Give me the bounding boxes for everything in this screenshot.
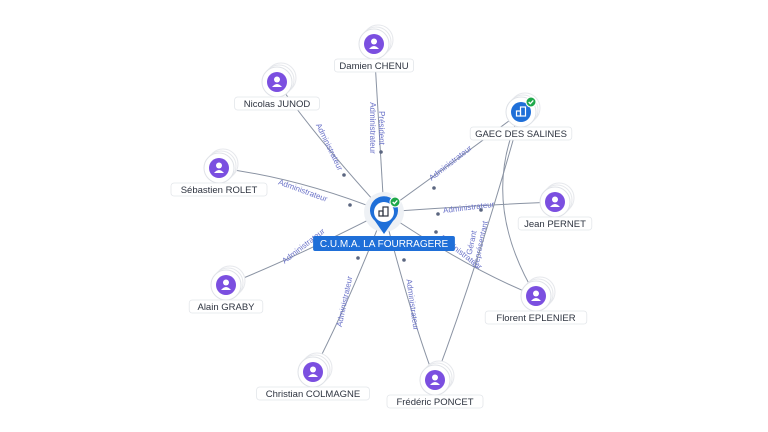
edge-frederic-gaec [434, 111, 522, 381]
edge-label-line: Administrateur [427, 143, 473, 182]
node-gaec[interactable]: GAEC DES SALINES [469, 92, 573, 141]
edge-arrow [402, 258, 406, 262]
node-label-bg [469, 126, 573, 141]
center-pin-inner [374, 202, 394, 222]
edge-label-line: Administrateur [368, 102, 377, 154]
nodes-layer: Damien CHENU Nicolas JUNOD GAEC DES SALINE… [170, 24, 593, 409]
edge-arrow [432, 186, 436, 190]
edge-line [383, 201, 556, 213]
edge-label: Administrateur [404, 278, 420, 331]
node-label: Christian COLMAGNE [266, 389, 361, 400]
node-label-bg [188, 299, 264, 314]
person-icon [209, 158, 229, 178]
node-label-bg [484, 310, 588, 325]
node-alain[interactable]: Alain GRABY [188, 265, 264, 314]
node-label-bg [256, 386, 370, 401]
edge-label-line: Président [377, 111, 386, 146]
node-label-bg [170, 182, 268, 197]
node-christian[interactable]: Christian COLMAGNE [256, 352, 370, 401]
node-label: Frédéric PONCET [396, 397, 473, 408]
person-icon [425, 370, 445, 390]
edge-label-line: Administrateur [277, 178, 329, 204]
node-florent[interactable]: Florent EPLENIER [484, 276, 588, 325]
edge-label-line: Administrateur [404, 278, 420, 331]
verified-check-icon [389, 196, 401, 208]
edge-label-line: Administrateur [335, 275, 355, 328]
node-sebastien[interactable]: Sébastien ROLET [170, 148, 268, 197]
edge-label-line: Administrateur [443, 200, 496, 215]
node-damien[interactable]: Damien CHENU [333, 24, 414, 73]
edge-arrow [356, 256, 360, 260]
person-icon [364, 34, 384, 54]
edge-label: Administrateur [314, 122, 345, 173]
node-label: Damien CHENU [339, 61, 408, 72]
node-label: Alain GRABY [197, 302, 255, 313]
node-label: Florent EPLENIER [496, 313, 575, 324]
node-jean[interactable]: Jean PERNET [517, 182, 593, 231]
edge-jean-center: Administrateur [383, 200, 556, 216]
edge-arrow [436, 212, 440, 216]
edge-label-line: Administrateur [314, 122, 345, 173]
node-label: GAEC DES SALINES [475, 129, 567, 140]
node-nicolas[interactable]: Nicolas JUNOD [234, 62, 320, 111]
edge-arrow [348, 203, 352, 207]
node-label-bg [234, 96, 320, 111]
person-icon [526, 286, 546, 306]
edge-arrow [479, 208, 483, 212]
person-icon [303, 362, 323, 382]
person-icon [216, 275, 236, 295]
person-icon [267, 72, 287, 92]
edge-line [218, 167, 385, 213]
node-frederic[interactable]: Frédéric PONCET [386, 360, 484, 409]
node-label: Nicolas JUNOD [244, 99, 311, 110]
edge-arrow [379, 150, 383, 154]
center-node[interactable]: C.U.M.A. LA FOURRAGERE [313, 192, 455, 251]
edge-line [276, 81, 385, 213]
building-icon [511, 102, 531, 122]
edge-label: Administrateur [277, 178, 329, 204]
person-icon [545, 192, 565, 212]
edge-line [383, 111, 522, 213]
edge-arrow [434, 230, 438, 234]
node-label-bg [386, 394, 484, 409]
edge-label: Administrateur [427, 143, 473, 182]
edge-line [383, 211, 537, 297]
node-label-bg [333, 58, 414, 73]
node-label-bg [517, 216, 593, 231]
edge-label: PrésidentAdministrateur [368, 102, 386, 154]
center-label-bg [313, 236, 455, 251]
edge-label: Administrateur [335, 275, 355, 328]
edge-line [434, 111, 522, 381]
edge-arrow [342, 173, 346, 177]
verified-check-icon [525, 96, 537, 108]
node-label: Sébastien ROLET [181, 185, 258, 196]
node-label: Jean PERNET [524, 219, 586, 230]
building-icon [378, 206, 389, 217]
edge-label: Administrateur [443, 200, 496, 215]
center-label: C.U.M.A. LA FOURRAGERE [320, 239, 449, 250]
